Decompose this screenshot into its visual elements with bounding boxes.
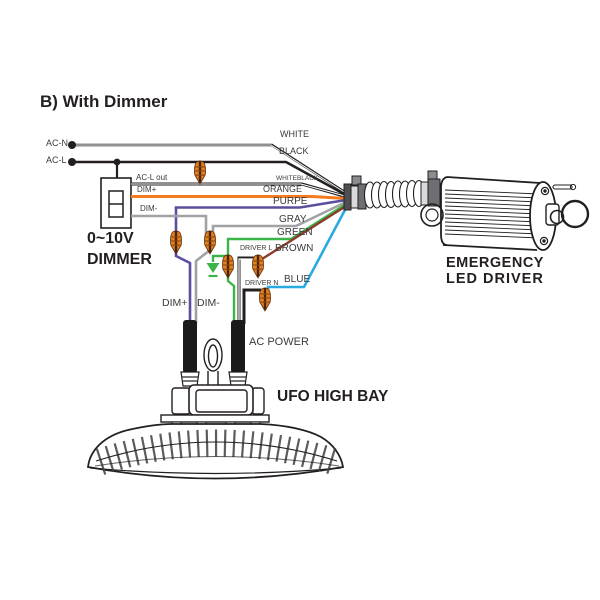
hanging-hook xyxy=(203,338,223,385)
wire-gray-dim-minus xyxy=(131,214,208,238)
wire-nut xyxy=(192,159,208,186)
dome-fins xyxy=(95,429,340,475)
ground-symbol-icon xyxy=(206,263,220,278)
label-wire-brown: BROWN xyxy=(275,243,314,254)
cable-gland xyxy=(180,371,248,387)
wire-nut xyxy=(250,253,265,280)
label-driver-n: DRIVER N xyxy=(245,280,279,287)
wire-nut xyxy=(220,253,236,280)
wire-nut xyxy=(202,229,218,256)
label-wire-gray: GRAY xyxy=(279,214,307,225)
wire-nut xyxy=(258,286,272,313)
label-dimmer-name: DIMMER xyxy=(87,251,152,268)
label-dimmer-dim-minus: DIM- xyxy=(140,204,158,213)
wire-orange xyxy=(131,195,347,200)
dim-cable xyxy=(183,320,197,373)
wire-black-line xyxy=(68,158,347,197)
wire-nut xyxy=(168,229,184,256)
label-ac-power: AC POWER xyxy=(249,336,309,348)
flexible-conduit xyxy=(363,179,426,209)
label-fixture-dim-minus: DIM- xyxy=(197,297,220,309)
label-dimmer-dim-plus: DIM+ xyxy=(137,185,157,194)
label-ac-l-out: AC-L out xyxy=(136,173,168,182)
label-wire-green: GREEN xyxy=(277,227,313,238)
label-wire-white: WHITE xyxy=(280,129,309,139)
label-ac-l: AC-L xyxy=(46,155,67,165)
label-wire-orange: ORANGE xyxy=(263,184,303,194)
label-emergency: EMERGENCY xyxy=(446,255,544,271)
label-ac-n: AC-N xyxy=(46,138,68,148)
wire-brown xyxy=(261,204,347,261)
emergency-led-driver xyxy=(440,176,590,251)
label-wire-blue: BLUE xyxy=(284,274,311,285)
conduit-fitting-left xyxy=(343,175,367,211)
label-driver-l: DRIVER L xyxy=(240,245,273,252)
label-dimmer-voltage: 0~10V xyxy=(87,230,134,247)
conduit-fitting-right xyxy=(420,170,444,227)
diagram-title: B) With Dimmer xyxy=(40,92,168,111)
label-wire-black: BLACK xyxy=(279,146,309,156)
label-led-driver: LED DRIVER xyxy=(446,271,544,287)
label-wire-whiteblack: WHITEBLACK xyxy=(276,175,319,182)
wire-driver-l-white xyxy=(237,256,254,324)
ac-power-cable xyxy=(231,320,245,373)
label-wire-purple: PURPE xyxy=(273,196,308,207)
label-fixture-dim-plus: DIM+ xyxy=(162,297,188,309)
wire-whiteblack xyxy=(131,182,347,198)
dimmer-box xyxy=(100,177,132,229)
wire-green xyxy=(206,202,347,324)
wire-white-neutral xyxy=(68,141,347,195)
label-fixture-name: UFO HIGH BAY xyxy=(277,388,389,405)
ufo-high-bay-fixture xyxy=(87,384,345,480)
wire-driver-n-black xyxy=(242,288,261,324)
